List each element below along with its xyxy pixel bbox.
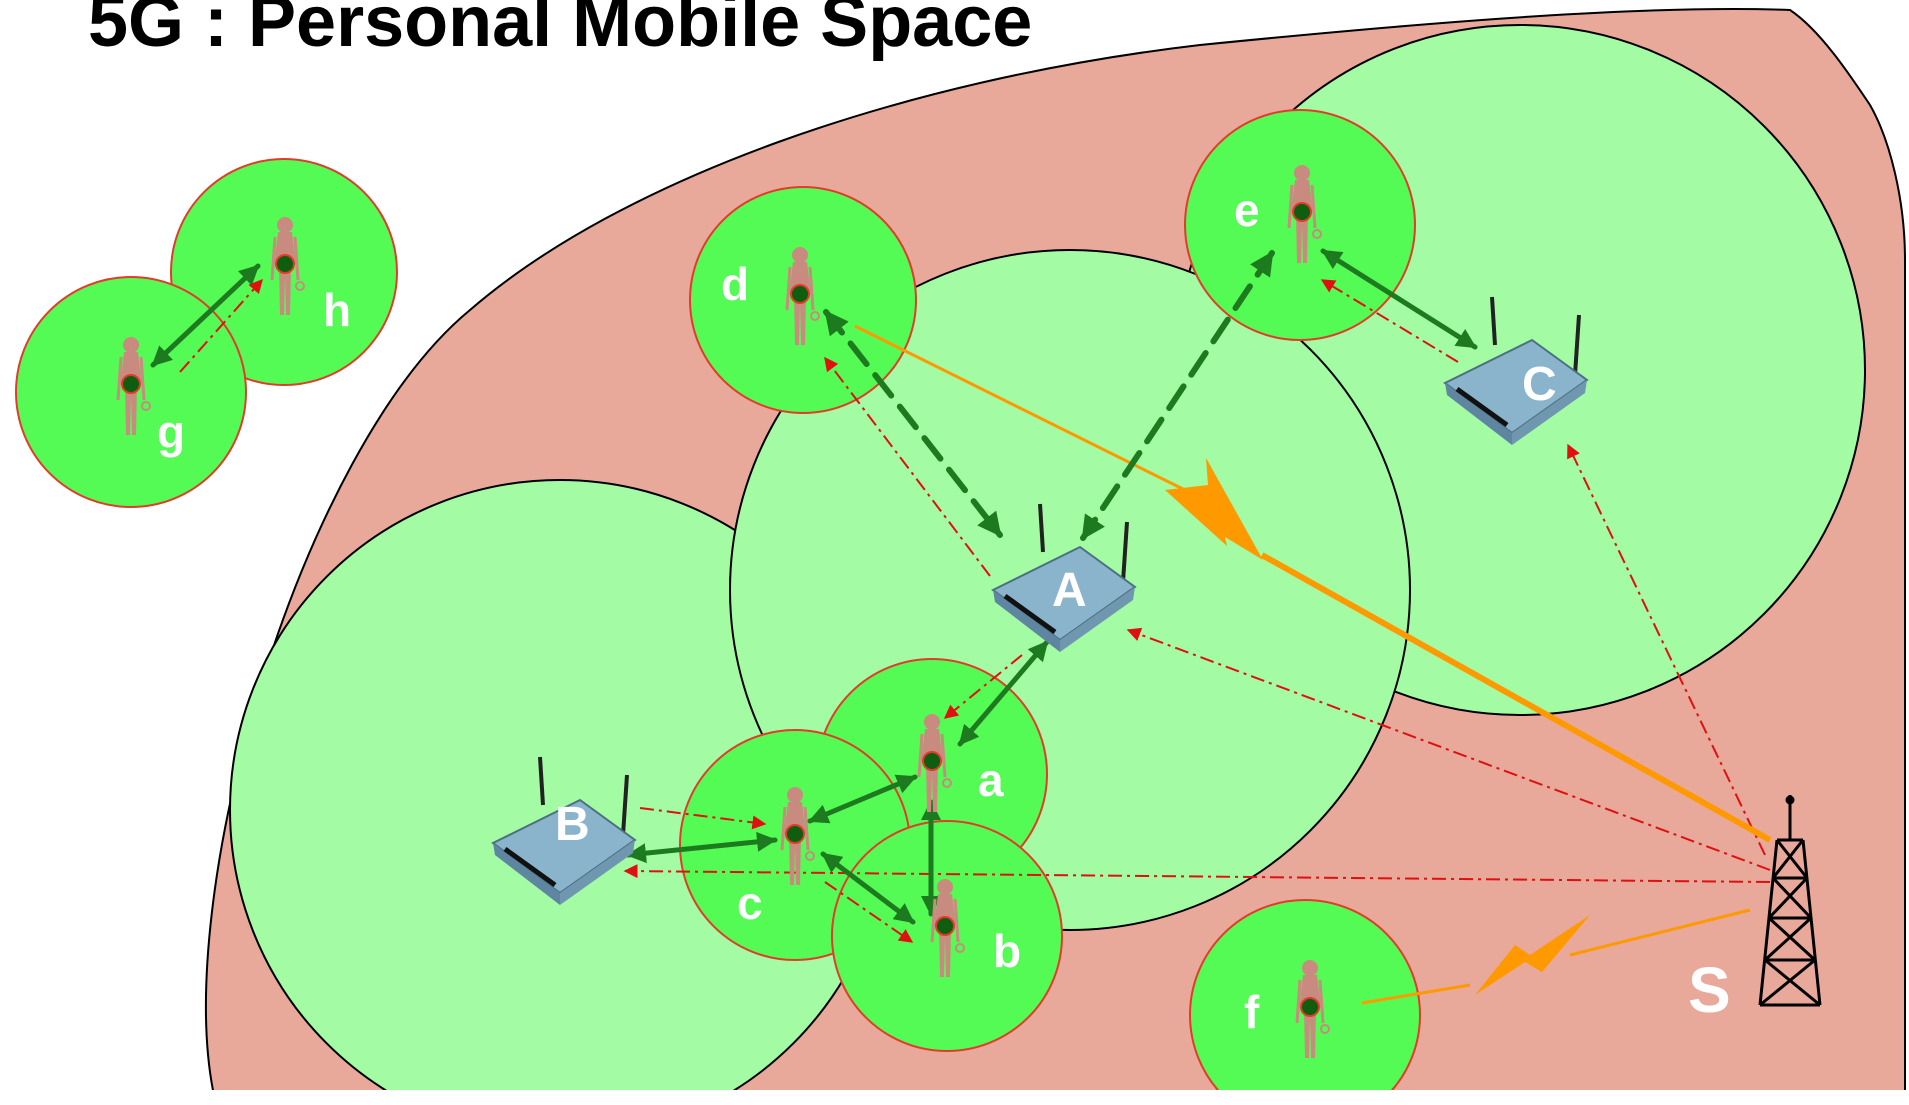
link-d-ap-a	[823, 309, 1003, 538]
person-icon	[780, 787, 815, 885]
signal-s-to-c	[1567, 443, 1766, 856]
person-icon	[930, 879, 965, 977]
user-label-c: c	[737, 877, 763, 929]
link-e-c	[1320, 248, 1478, 350]
user-label-b: b	[993, 925, 1021, 977]
person-icon	[917, 714, 952, 812]
signal-s-to-b	[623, 864, 1771, 883]
person-icon	[1287, 165, 1322, 263]
tower-label-s: S	[1688, 954, 1731, 1026]
link-g-h	[150, 263, 261, 368]
person-icon	[116, 337, 151, 435]
signal-c-to-b	[824, 881, 914, 943]
user-label-h: h	[323, 284, 351, 336]
lightning-s-to-f	[1361, 908, 1751, 1005]
link-c-b	[820, 851, 916, 925]
link-c-ap-b	[625, 831, 778, 864]
link-a-ap-a	[957, 639, 1050, 747]
page-title: 5G : Personal Mobile Space	[88, 0, 1032, 62]
link-c-a	[807, 774, 918, 824]
wireless-router-c	[1443, 296, 1589, 445]
signal-b-to-c	[639, 807, 767, 830]
user-label-a: a	[978, 754, 1004, 806]
wireless-router-a	[991, 503, 1137, 652]
person-icon	[1295, 960, 1330, 1058]
ap-label-a: A	[1052, 564, 1087, 617]
link-e-ap-a	[1080, 250, 1275, 541]
ap-label-b: B	[555, 798, 590, 851]
user-label-d: d	[721, 258, 749, 310]
signal-s-to-a	[1126, 627, 1771, 871]
user-label-e: e	[1234, 184, 1260, 236]
person-icon	[270, 217, 305, 315]
signal-a-to-user-a	[943, 654, 1023, 719]
ap-label-c: C	[1522, 358, 1557, 411]
wireless-router-b	[491, 756, 637, 905]
green-links	[150, 248, 1478, 925]
person-icon	[785, 247, 820, 345]
user-label-g: g	[157, 406, 185, 458]
user-label-f: f	[1244, 986, 1260, 1038]
radio-tower-icon	[1758, 795, 1822, 1007]
